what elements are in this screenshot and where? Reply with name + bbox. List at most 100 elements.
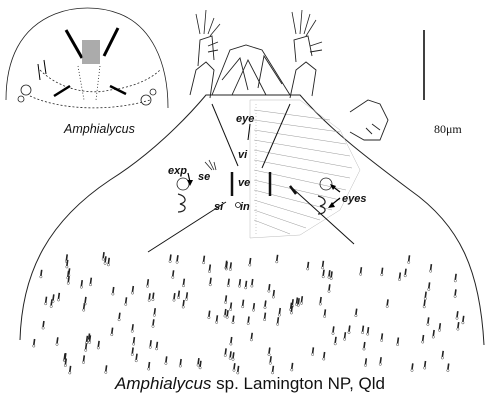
- body-seta: [386, 299, 389, 306]
- body-seta-base: [246, 322, 250, 325]
- body-seta-base: [455, 316, 459, 320]
- body-seta-base: [296, 303, 300, 307]
- body-seta-base: [84, 348, 88, 352]
- body-seta-base: [453, 294, 457, 298]
- inset-seta-left: [64, 29, 84, 59]
- body-seta: [311, 347, 315, 354]
- body-seta: [68, 268, 71, 275]
- palp-right: [289, 9, 323, 99]
- body-seta: [251, 278, 254, 286]
- seta-base-in: [235, 202, 241, 208]
- body-seta-base: [440, 356, 444, 360]
- body-seta-base: [327, 289, 331, 293]
- body-seta-base: [171, 275, 175, 279]
- body-seta: [50, 299, 53, 306]
- body-seta: [321, 260, 325, 267]
- scale-bar-label: 80μm: [434, 122, 462, 136]
- body-seta: [44, 296, 48, 303]
- body-seta: [124, 297, 128, 304]
- body-seta: [268, 283, 271, 291]
- body-seta: [319, 296, 322, 304]
- body-seta-base: [130, 353, 134, 356]
- body-seta-base: [181, 305, 185, 309]
- body-seta-base: [151, 324, 155, 328]
- setae-center: [147, 103, 355, 253]
- body-seta: [241, 299, 245, 306]
- body-seta-base: [223, 314, 227, 318]
- body-seta-base: [177, 296, 180, 300]
- body-seta: [102, 251, 105, 259]
- body-seta-base: [79, 285, 83, 289]
- body-seta-base: [300, 301, 303, 305]
- body-seta: [89, 277, 93, 284]
- body-seta-base: [268, 361, 272, 365]
- body-seta-base: [82, 308, 86, 312]
- body-seta: [131, 324, 134, 331]
- body-seta-base: [403, 274, 407, 278]
- body-seta: [107, 257, 110, 264]
- label-eyes: eyes: [342, 193, 366, 205]
- body-seta: [432, 329, 435, 337]
- body-seta: [182, 278, 186, 285]
- body-seta: [289, 302, 293, 309]
- inset-caption: Amphialycus: [63, 122, 135, 136]
- body-seta: [348, 325, 351, 332]
- body-seta: [300, 296, 304, 303]
- body-seta-base: [224, 300, 228, 304]
- body-seta-base: [329, 276, 333, 280]
- body-seta: [63, 353, 66, 360]
- body-seta-base: [331, 331, 335, 335]
- body-seta: [330, 271, 333, 278]
- body-seta-base: [362, 347, 366, 351]
- body-seta-base: [271, 295, 275, 299]
- body-seta-base: [396, 343, 400, 346]
- body-seta: [84, 296, 87, 304]
- body-seta-base: [252, 308, 255, 312]
- body-seta-base: [208, 270, 211, 273]
- seta-si-right: [289, 185, 355, 245]
- body-seta: [271, 365, 275, 372]
- body-seta: [224, 308, 227, 316]
- body-seta-base: [106, 263, 110, 267]
- body-seta: [421, 334, 425, 342]
- body-seta-base: [132, 342, 136, 346]
- body-seta: [244, 280, 248, 287]
- palp-left: [189, 9, 221, 99]
- body-seta-base: [49, 304, 53, 308]
- body-seta-base: [263, 318, 267, 322]
- body-seta: [172, 270, 175, 277]
- body-seta: [215, 315, 219, 322]
- body-seta-base: [276, 322, 280, 326]
- leg-right: [349, 99, 389, 141]
- body-seta-base: [152, 313, 156, 317]
- body-seta: [291, 362, 294, 370]
- body-seta: [179, 358, 182, 366]
- body-seta: [264, 300, 267, 307]
- body-seta: [306, 261, 310, 269]
- body-seta-base: [168, 260, 172, 263]
- body-seta-base: [366, 332, 370, 336]
- body-seta-base: [354, 314, 358, 318]
- body-seta: [224, 295, 228, 302]
- body-seta-base: [378, 362, 382, 366]
- body-seta-base: [134, 359, 138, 363]
- body-seta: [276, 254, 279, 261]
- body-seta: [149, 340, 152, 347]
- body-seta-base: [277, 313, 281, 317]
- body-seta: [268, 347, 271, 354]
- body-seta-base: [130, 329, 134, 333]
- body-seta: [229, 262, 232, 269]
- body-seta-base: [85, 341, 89, 345]
- body-seta-base: [249, 338, 253, 342]
- body-seta: [438, 323, 442, 330]
- body-seta-base: [446, 369, 450, 372]
- body-seta-base: [321, 275, 325, 279]
- body-seta: [411, 363, 414, 370]
- body-seta: [209, 277, 212, 284]
- body-seta-base: [65, 265, 69, 269]
- body-seta: [230, 336, 233, 344]
- body-seta: [334, 336, 337, 343]
- body-seta-base: [104, 370, 108, 374]
- body-seta: [97, 340, 100, 348]
- body-seta-base: [343, 337, 347, 341]
